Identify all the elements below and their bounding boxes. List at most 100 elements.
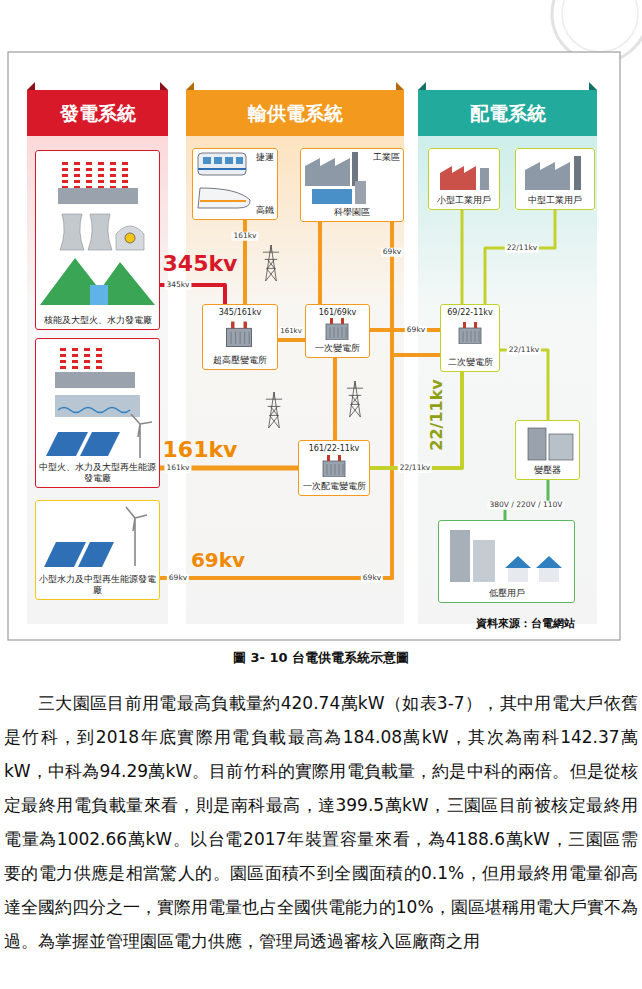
illustration-part — [225, 157, 233, 164]
illustration-part — [192, 148, 278, 220]
illustration-part — [126, 507, 147, 566]
voltage-label: 345kv — [163, 251, 238, 276]
power-line — [500, 350, 548, 420]
illustration-part — [46, 432, 88, 456]
illustration-part — [203, 157, 211, 164]
illustration-part — [55, 372, 135, 388]
illustration-part — [116, 226, 144, 250]
hydro-dam-icon — [40, 258, 155, 305]
substation-icons — [227, 318, 481, 477]
line-label: 161kv — [164, 464, 191, 473]
illustration-part — [508, 568, 528, 582]
line-label: 22/11kv — [398, 464, 432, 473]
illustration-part — [525, 162, 570, 190]
illustration-part — [40, 258, 155, 305]
line-label: 345kv — [164, 281, 191, 290]
illustration-part — [160, 82, 168, 90]
illustration-part — [536, 556, 562, 568]
illustration-part — [125, 233, 135, 243]
node-text: 科學園區 — [334, 207, 370, 218]
illustration-part — [198, 168, 246, 170]
node-text: 變壓器 — [534, 465, 561, 476]
power-line — [160, 222, 392, 578]
illustration-part — [90, 285, 108, 305]
node-text: 核能及大型火、水力發電廠 — [44, 315, 152, 326]
nuclear-plant-icon — [60, 214, 144, 250]
body-paragraph: 三大園區目前用電最高負載量約420.74萬kW（如表3-7），其中用電大戶依舊是… — [4, 686, 638, 958]
illustration-part — [78, 542, 114, 567]
line-label: 69kv — [405, 326, 427, 335]
renewable-icon — [44, 414, 152, 567]
customer-box: 小型工業用戶 — [428, 148, 500, 210]
illustration-part — [198, 188, 250, 208]
illustration-part — [505, 556, 531, 568]
industrial-box: 工業區科學園區 — [300, 148, 404, 222]
illustration-part — [186, 136, 404, 624]
illustration-part — [528, 428, 546, 460]
illustration-part — [355, 181, 366, 204]
medium-plant-icon — [55, 346, 140, 417]
illustration-part — [428, 148, 500, 210]
voltage-label: 22/11kv — [428, 379, 446, 450]
railway-box: 捷運高鐵 — [192, 148, 278, 220]
illustration-part — [27, 136, 168, 624]
illustration-part — [44, 542, 86, 567]
power-line — [160, 355, 440, 578]
illustration-part — [300, 148, 404, 222]
illustration-part — [236, 157, 243, 164]
industrial-park-icon — [305, 152, 366, 204]
illustration-part — [80, 432, 120, 456]
illustration-part — [198, 153, 246, 175]
node-text: 一次變電所 — [315, 343, 360, 354]
customer-icons — [440, 156, 581, 582]
node-text: 345/161kv — [219, 308, 262, 318]
illustration-part — [227, 322, 252, 347]
illustration-part — [549, 434, 573, 460]
line-label: 380V / 220V / 110V — [488, 501, 565, 510]
power-line — [318, 222, 322, 304]
power-line — [485, 210, 555, 304]
illustration-part — [539, 568, 559, 582]
illustration-part — [58, 408, 130, 413]
illustration-part — [96, 346, 102, 372]
node-text: 捷運 — [256, 152, 274, 163]
illustration-part — [312, 189, 352, 204]
train-icon — [198, 153, 250, 208]
illustration-part — [98, 160, 104, 188]
illustration-part — [515, 420, 580, 480]
illustration-part — [202, 304, 278, 370]
power-plant-box: 核能及大型火、水力發電廠 — [35, 150, 160, 330]
source-note: 資料來源：台電網站 — [476, 618, 575, 631]
illustration-part — [574, 156, 581, 190]
substation-box: 161/69kv 一次變電所 — [305, 304, 370, 358]
illustration-part — [263, 245, 279, 281]
illustration-part — [326, 318, 348, 340]
node-text: 161/69kv — [319, 308, 357, 318]
substation-box: 345/161kv超高壓變電所 — [202, 304, 278, 370]
illustration-part — [515, 148, 595, 210]
illustration-part — [131, 414, 152, 458]
system-banner: 配電系統 — [418, 90, 597, 136]
line-label: 161kv — [278, 327, 304, 335]
illustration-part — [589, 82, 597, 90]
line-label: 69kv — [361, 574, 383, 583]
illustration-part — [266, 392, 282, 428]
illustration-part — [62, 160, 68, 188]
transformer-box: 變壓器 — [515, 420, 580, 480]
illustration-part — [35, 500, 160, 600]
illustration-part — [305, 158, 350, 186]
illustration-part — [55, 395, 140, 417]
power-line — [333, 358, 337, 440]
illustration-part — [72, 346, 78, 372]
illustration-part — [84, 346, 90, 372]
illustration-part — [473, 540, 495, 582]
illustration-part — [200, 200, 246, 202]
node-text: 小型工業用戶 — [437, 195, 491, 206]
illustration-part — [110, 160, 116, 188]
column-grounds — [27, 136, 597, 624]
substation-box: 69/22-11kv二次變電所 — [440, 304, 500, 372]
node-text: 161/22-11kv — [309, 444, 360, 454]
illustration-part — [396, 82, 404, 90]
customer-box: 中型工業用戶 — [515, 148, 595, 210]
